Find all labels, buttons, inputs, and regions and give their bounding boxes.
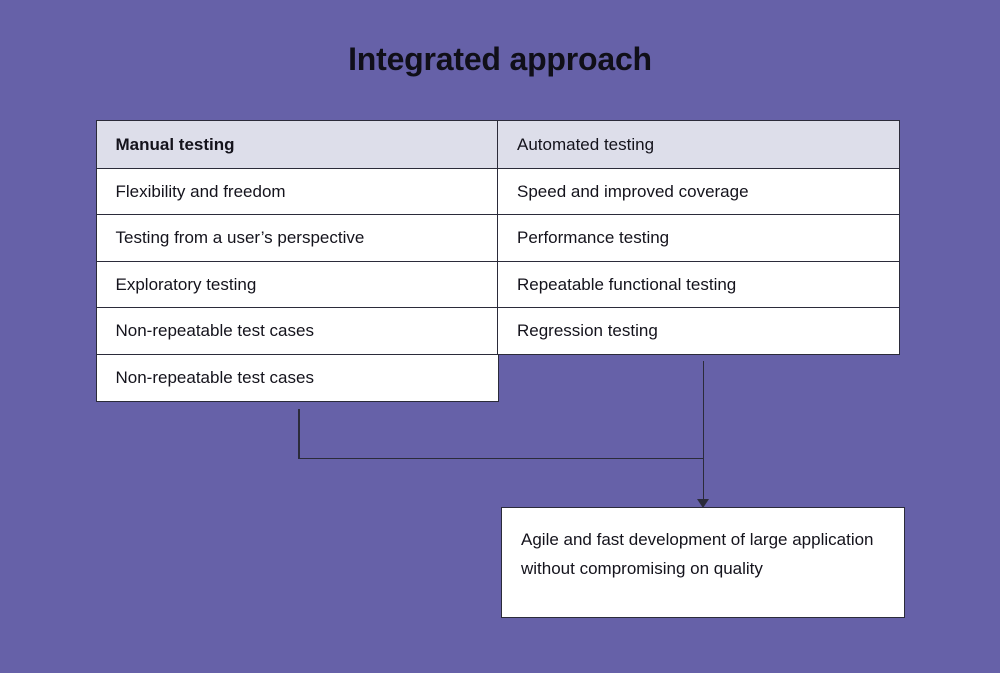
column-header-automated-testing: Automated testing — [497, 120, 900, 169]
automated-testing-item: Speed and improved coverage — [497, 167, 900, 216]
outcome-box: Agile and fast development of large appl… — [501, 507, 905, 618]
table-row: Testing from a user’s perspective Perfor… — [95, 214, 903, 262]
table-row: Non-repeatable test cases — [95, 353, 903, 402]
manual-testing-item: Flexibility and freedom — [95, 167, 499, 216]
empty-cell — [497, 354, 900, 402]
column-header-manual-testing: Manual testing — [95, 120, 499, 169]
manual-testing-item: Testing from a user’s perspective — [95, 214, 499, 262]
manual-testing-item: Exploratory testing — [95, 260, 499, 309]
arrow-down-icon — [697, 499, 709, 508]
connector-line-manual — [298, 409, 300, 459]
page-title: Integrated approach — [348, 41, 652, 77]
table-row: Exploratory testing Repeatable functiona… — [95, 260, 903, 309]
automated-testing-item: Performance testing — [497, 214, 900, 262]
table-row: Non-repeatable test cases Regression tes… — [95, 307, 903, 355]
table-header-row: Manual testing Automated testing — [95, 120, 903, 169]
automated-testing-item: Regression testing — [497, 307, 900, 355]
automated-testing-item: Repeatable functional testing — [497, 260, 900, 309]
manual-testing-item: Non-repeatable test cases — [95, 353, 499, 402]
comparison-table: Manual testing Automated testing Flexibi… — [95, 120, 903, 402]
connector-line-automated — [702, 361, 704, 502]
manual-testing-item: Non-repeatable test cases — [95, 307, 499, 355]
connector-line-horizontal — [298, 457, 704, 459]
table-row: Flexibility and freedom Speed and improv… — [95, 167, 903, 216]
